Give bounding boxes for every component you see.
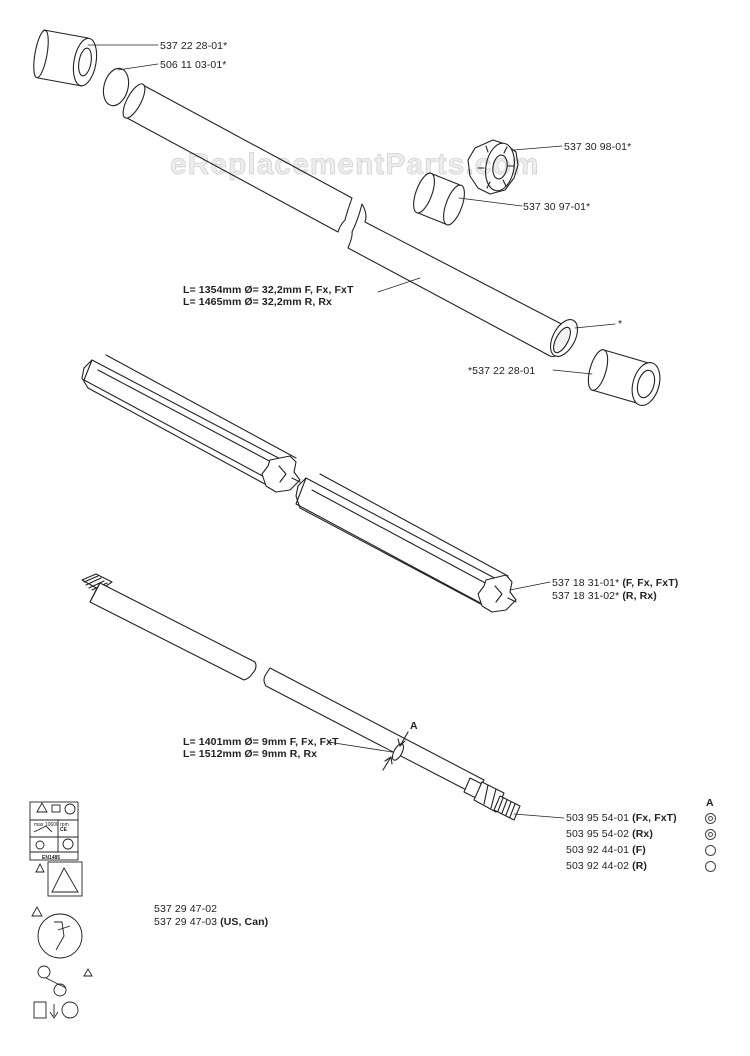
shaft-part-number: 503 95 54-01: [566, 812, 630, 824]
o-ring: [102, 67, 130, 107]
drive-shaft-lower: [263, 667, 485, 796]
decal-2-region: (US, Can): [220, 916, 269, 928]
drive-shaft-upper: [81, 573, 257, 681]
shaft-threaded-end: [463, 777, 521, 821]
double-ring-icon: [705, 829, 716, 840]
eye-ear-protection-icon: [64, 803, 76, 815]
section-marker-a: A: [410, 720, 418, 732]
label-liner-2: 537 18 31-02* (R, Rx): [552, 590, 657, 602]
label-end-cap-top: 537 22 28-01*: [160, 40, 228, 52]
label-decal-1: 537 29 47-02: [154, 903, 218, 915]
shaft-part-row: 503 95 54-01 (Fx, FxT): [566, 812, 677, 824]
warning-triangle-icon: [36, 802, 48, 813]
label-tube-end-mark: *: [618, 318, 623, 330]
warning-triangle-icon: [35, 862, 45, 873]
no-entry-icon: [37, 965, 51, 979]
liner-upper: [81, 354, 301, 493]
shaft-part-models: (Fx, FxT): [632, 812, 677, 824]
label-tube-length-2: L= 1465mm Ø= 32,2mm R, Rx: [183, 296, 332, 308]
decal-panel: [29, 801, 93, 1019]
warning-triangle-icon: [31, 906, 43, 917]
shaft-part-models: (R): [632, 860, 648, 872]
label-end-cap-bottom: *537 22 28-01: [468, 365, 536, 377]
shaft-part-number: 503 92 44-02: [566, 860, 630, 872]
end-cap-bottom: [587, 349, 661, 406]
sawblade-icon: [33, 825, 53, 833]
label-shaft-length-1: L= 1401mm Ø= 9mm F, Fx, FxT: [183, 736, 339, 748]
liner-2-number: 537 18 31-02*: [552, 590, 620, 602]
shaft-part-row: 503 92 44-01 (F): [566, 844, 646, 856]
shaft-part-row: 503 92 44-02 (R): [566, 860, 647, 872]
distance-warning-icon: [37, 913, 83, 959]
shaft-part-row: 503 95 54-02 (Rx): [566, 828, 653, 840]
watermark: eReplacementParts.com: [170, 148, 540, 182]
shaft-part-models: (Rx): [632, 828, 653, 840]
liner-1-number: 537 18 31-01*: [552, 577, 620, 589]
thrown-objects-icon: [51, 867, 79, 893]
shaft-part-models: (F): [632, 844, 646, 856]
label-o-ring: 506 11 03-01*: [160, 59, 227, 71]
label-tube-length-1: L= 1354mm Ø= 32,2mm F, Fx, FxT: [183, 284, 354, 296]
shaft-part-number: 503 92 44-01: [566, 844, 630, 856]
star-bushing: [467, 139, 519, 195]
section-a-arrows: [382, 731, 409, 771]
gs-mark-icon: [62, 838, 74, 850]
label-star-bushing: 537 30 98-01*: [564, 141, 632, 153]
decal-2-number: 537 29 47-03: [154, 916, 218, 928]
ring-icon: [705, 845, 716, 856]
shaft-part-number: 503 95 54-02: [566, 828, 630, 840]
ring-icon: [705, 861, 716, 872]
arrow-down-icon: [49, 1004, 59, 1019]
label-decal-2: 537 29 47-03 (US, Can): [154, 916, 268, 928]
liner-1-models: (F, Fx, FxT): [622, 577, 679, 589]
double-ring-icon: [705, 813, 716, 824]
manual-icon: [51, 804, 61, 813]
liner-2-models: (R, Rx): [622, 590, 657, 602]
choke-icon: [61, 1001, 79, 1019]
warning-triangle-icon: [83, 968, 93, 977]
ce-text: CE: [60, 827, 68, 833]
end-cap-top: [33, 29, 98, 87]
drive-tube-upper: [122, 83, 353, 233]
drive-tube-lower: [347, 203, 579, 358]
shaft-parts-column-header: A: [706, 797, 714, 809]
sleeve: [413, 172, 465, 226]
leader-lines: [87, 44, 616, 819]
label-liner-1: 537 18 31-01* (F, Fx, FxT): [552, 577, 678, 589]
liner-lower: [295, 473, 517, 613]
safety-glasses-icon: [35, 840, 45, 850]
standard-text: EN1485: [42, 855, 60, 861]
label-sleeve: 537 30 97-01*: [523, 201, 591, 213]
spark-plug-decal-icon: [33, 1001, 47, 1019]
rpm-text: max 10600 rpm: [34, 822, 69, 828]
label-shaft-length-2: L= 1512mm Ø= 9mm R, Rx: [183, 748, 318, 760]
